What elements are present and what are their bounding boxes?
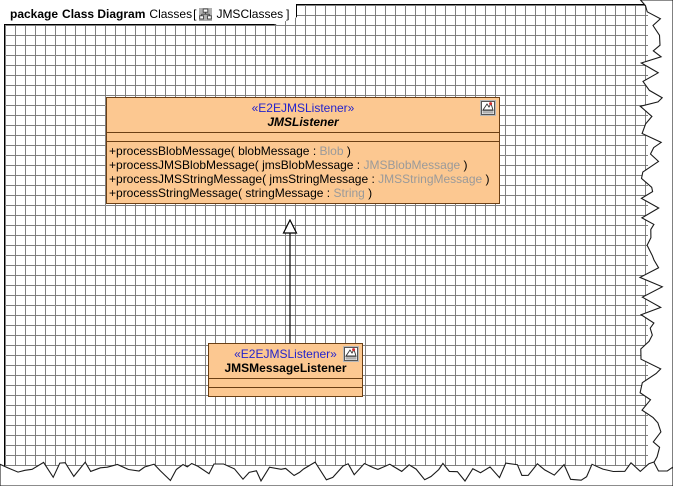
operation-row: +processJMSBlobMessage( jmsBlobMessage :… bbox=[109, 158, 499, 172]
bracket-close: ] bbox=[286, 7, 290, 21]
operation-visibility: + bbox=[109, 186, 117, 200]
operation-name: processBlobMessage bbox=[116, 144, 231, 158]
operation-param: blobMessage bbox=[238, 144, 310, 158]
operation-colon: : bbox=[368, 172, 379, 186]
operation-param: jmsBlobMessage bbox=[262, 158, 354, 172]
operations-compartment: +processBlobMessage( blobMessage : Blob … bbox=[107, 141, 499, 203]
operation-param: jmsStringMessage bbox=[269, 172, 369, 186]
class-diagram-icon bbox=[199, 7, 213, 21]
operation-param: stringMessage bbox=[245, 186, 324, 200]
operation-colon: : bbox=[323, 186, 334, 200]
operation-name: processJMSBlobMessage bbox=[116, 158, 255, 172]
operation-name: processJMSStringMessage bbox=[116, 172, 263, 186]
operation-visibility: + bbox=[109, 144, 117, 158]
operation-row: +processStringMessage( stringMessage : S… bbox=[109, 186, 499, 200]
class-stereotype: «E2EJMSListener» bbox=[251, 101, 355, 115]
uml-class-jmsmessagelistener[interactable]: «E2EJMSListener» JMSMessageListener bbox=[208, 343, 363, 397]
class-header: «E2EJMSListener» JMSMessageListener bbox=[209, 344, 362, 378]
operation-paren-open: ( bbox=[254, 158, 263, 172]
operation-type: JMSStringMessage bbox=[378, 172, 483, 186]
operation-paren-open: ( bbox=[238, 186, 246, 200]
attributes-compartment bbox=[209, 378, 362, 387]
attributes-compartment bbox=[107, 132, 499, 141]
operation-type: JMSBlobMessage bbox=[363, 158, 461, 172]
operation-paren-close: ) bbox=[343, 144, 351, 158]
operation-row: +processBlobMessage( blobMessage : Blob … bbox=[109, 144, 499, 158]
stereotype-badge-icon bbox=[343, 346, 359, 362]
operation-paren-open: ( bbox=[262, 172, 270, 186]
operation-type: Blob bbox=[319, 144, 344, 158]
operation-colon: : bbox=[353, 158, 364, 172]
diagram-type-label: Class Diagram bbox=[62, 7, 146, 21]
package-keyword: package bbox=[10, 7, 59, 21]
package-header-tab[interactable]: package Class Diagram Classes [ JMSClass… bbox=[4, 4, 298, 25]
operation-paren-close: ) bbox=[364, 186, 373, 200]
operation-paren-close: ) bbox=[482, 172, 490, 186]
operation-paren-close: ) bbox=[460, 158, 468, 172]
operation-paren-open: ( bbox=[230, 144, 239, 158]
stereotype-badge-icon bbox=[480, 100, 496, 116]
operation-type: String bbox=[333, 186, 365, 200]
operation-visibility: + bbox=[109, 158, 117, 172]
operation-row: +processJMSStringMessage( jmsStringMessa… bbox=[109, 172, 499, 186]
class-header: «E2EJMSListener» JMSListener bbox=[107, 98, 499, 132]
package-target-name: Classes bbox=[149, 7, 193, 21]
operation-name: processStringMessage bbox=[116, 186, 239, 200]
class-stereotype: «E2EJMSListener» bbox=[234, 347, 337, 361]
operation-visibility: + bbox=[109, 172, 117, 186]
bracket-open: [ bbox=[193, 7, 197, 21]
operations-compartment bbox=[209, 387, 362, 396]
diagram-name: JMSClasses bbox=[216, 7, 284, 21]
diagram-frame: «E2EJMSListener» JMSListener bbox=[4, 4, 648, 466]
class-name: JMSMessageListener bbox=[224, 361, 347, 375]
class-name: JMSListener bbox=[267, 115, 339, 129]
operation-colon: : bbox=[309, 144, 320, 158]
uml-class-jmslistener[interactable]: «E2EJMSListener» JMSListener bbox=[106, 97, 500, 204]
